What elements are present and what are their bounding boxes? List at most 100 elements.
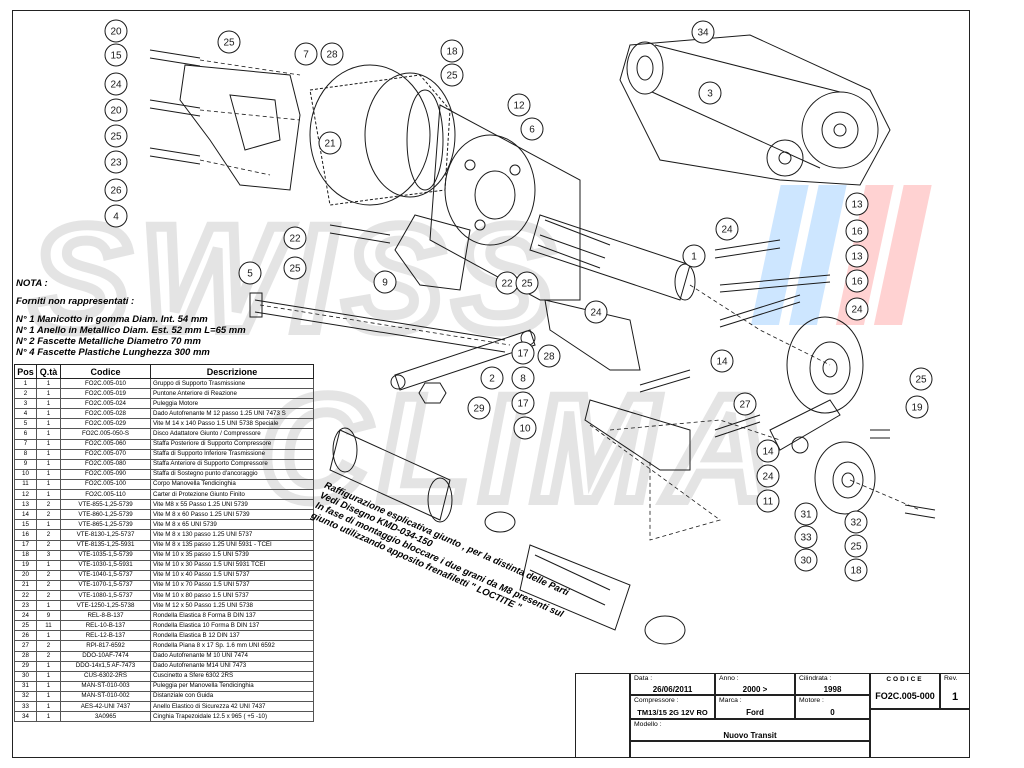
callout-bubble xyxy=(756,489,780,513)
belt-layout-view xyxy=(619,34,891,186)
callout-number: 22 xyxy=(289,234,301,245)
compressor-label: Compressore : xyxy=(634,697,679,704)
callout-bubble xyxy=(844,558,868,582)
cell-pos: 1 xyxy=(14,377,37,390)
model-cell: Modello : Nuovo Transit xyxy=(630,719,870,741)
date-value: 26/06/2011 xyxy=(652,685,693,694)
cell-description: Vite M 12 x 50 Passo 1.25 UNI 5738 xyxy=(150,600,314,612)
cell-pos: 29 xyxy=(14,660,37,672)
callout-number: 13 xyxy=(851,200,863,211)
callout-number: 24 xyxy=(762,472,774,483)
cell-pos: 15 xyxy=(14,519,37,531)
compressor-value: TM13/15 2G 12V RO xyxy=(637,708,708,717)
nota-line: N° 4 Fascette Plastiche Lunghezza 300 mm xyxy=(16,347,210,358)
cell-qty: 1 xyxy=(36,690,61,703)
callout-26: 26 xyxy=(104,178,128,202)
callout-32: 32 xyxy=(844,510,868,534)
callout-bubble xyxy=(794,548,818,572)
cell-code: FO2C.005-050-S xyxy=(60,428,151,440)
code-cell: CODICE FO2C.005-000 xyxy=(870,673,940,709)
callout-20: 20 xyxy=(104,98,128,122)
col-header-code: Codice xyxy=(60,364,151,379)
cell-pos: 25 xyxy=(14,620,37,632)
anchor-bracket xyxy=(584,399,691,471)
cell-description: Rondella Elastica 8 Forma B DIN 137 xyxy=(150,610,314,622)
cell-qty: 1 xyxy=(36,670,61,682)
callout-10: 10 xyxy=(513,416,537,440)
cell-code: FO2C.005-100 xyxy=(60,478,151,491)
joint-detail xyxy=(329,427,686,645)
cell-qty: 1 xyxy=(36,468,61,480)
rev-cell: Rev. 1 xyxy=(940,673,970,709)
year-value: 2000 > xyxy=(742,685,768,694)
callout-bubble xyxy=(217,30,241,54)
callout-bubble xyxy=(733,392,757,416)
displacement-label: Cilindrata : xyxy=(799,675,832,682)
engine-value: 0 xyxy=(830,708,835,717)
code-label: CODICE xyxy=(886,676,924,683)
cell-qty: 3 xyxy=(36,549,61,561)
cell-code: VTE-1035-1,5-5739 xyxy=(60,549,151,561)
cell-description: Staffa Anteriore di Supporto Compressore xyxy=(150,458,314,470)
callout-bubble xyxy=(320,42,344,66)
callout-number: 1 xyxy=(691,252,697,263)
callout-20: 20 xyxy=(104,19,128,43)
cell-pos: 18 xyxy=(14,549,37,561)
callout-16: 16 xyxy=(845,269,869,293)
rear-bracket xyxy=(179,64,301,191)
callout-number: 16 xyxy=(851,277,863,288)
callout-bubble xyxy=(794,502,818,526)
callout-23: 23 xyxy=(104,150,128,174)
cell-pos: 6 xyxy=(14,428,37,440)
callout-number: 4 xyxy=(113,212,119,223)
cell-code: FO2C.005-024 xyxy=(60,398,151,410)
cell-qty: 1 xyxy=(36,660,61,672)
cell-code: FO2C.005-028 xyxy=(60,408,151,420)
cell-pos: 4 xyxy=(14,408,37,420)
callout-bubble xyxy=(845,244,869,268)
callout-19: 19 xyxy=(905,395,929,419)
cell-qty: 2 xyxy=(36,499,61,511)
date-label: Data : xyxy=(634,675,653,682)
cell-qty: 1 xyxy=(36,600,61,612)
cell-code: CUS-6302-2RS xyxy=(60,670,151,682)
cell-qty: 9 xyxy=(36,610,61,622)
callout-18: 18 xyxy=(844,558,868,582)
cell-pos: 24 xyxy=(14,610,37,622)
callout-number: 17 xyxy=(517,399,529,410)
callout-number: 16 xyxy=(851,227,863,238)
callout-bubble xyxy=(373,270,397,294)
cell-pos: 5 xyxy=(14,418,37,430)
callout-bubble xyxy=(682,244,706,268)
cell-description: Vite M 10 x 40 Passo 1.5 UNI 5737 xyxy=(150,569,314,581)
callout-bubble xyxy=(844,510,868,534)
cell-code: VTE-8135-1,25-5931 xyxy=(60,539,151,551)
callout-24: 24 xyxy=(104,72,128,96)
cell-pos: 9 xyxy=(14,458,37,470)
cell-qty: 2 xyxy=(36,569,61,581)
callout-bubble xyxy=(318,131,342,155)
cell-code: VTE-860-1,25-5739 xyxy=(60,509,151,521)
engine-label: Motore : xyxy=(799,697,824,704)
cell-qty: 11 xyxy=(36,620,61,632)
cell-code: MAN-ST-010-003 xyxy=(60,680,151,692)
callout-number: 25 xyxy=(223,38,235,49)
callout-number: 25 xyxy=(110,132,122,143)
cell-pos: 11 xyxy=(14,478,37,491)
callout-bubble xyxy=(845,192,869,216)
cell-qty: 1 xyxy=(36,408,61,420)
cell-pos: 22 xyxy=(14,589,37,602)
callout-number: 15 xyxy=(110,51,122,62)
cell-code: FO2C.005-029 xyxy=(60,418,151,430)
callout-number: 24 xyxy=(590,308,602,319)
cell-qty: 1 xyxy=(36,438,61,450)
